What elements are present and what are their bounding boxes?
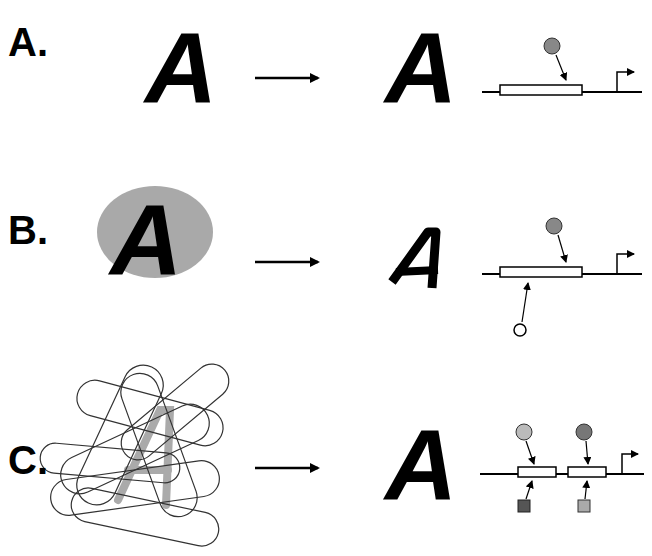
- paperclip-clutter: [39, 357, 236, 549]
- letter-figure: A: [385, 415, 457, 515]
- promoter-schematic: [482, 38, 642, 95]
- panel-label: C.: [8, 440, 48, 480]
- partial-letter: [392, 232, 438, 288]
- promoter-schematic: [482, 218, 642, 336]
- panel-label: B.: [8, 210, 48, 250]
- promoter-schematic: [480, 424, 644, 512]
- letter-figure: A: [110, 190, 182, 290]
- process-arrow: [255, 261, 318, 264]
- panel-label: A.: [8, 22, 48, 62]
- letter-figure: A: [145, 18, 217, 118]
- letter-figure: A: [385, 18, 457, 118]
- process-arrow: [255, 467, 318, 470]
- process-arrow: [255, 77, 318, 80]
